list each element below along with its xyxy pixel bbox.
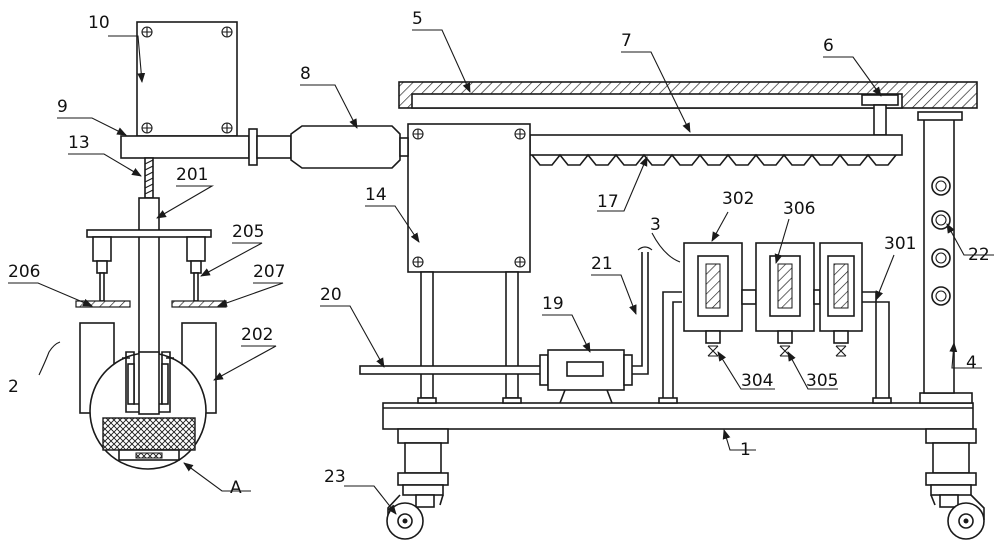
label-14: 14 xyxy=(365,185,387,205)
rack-beam xyxy=(529,134,903,166)
detail-a xyxy=(102,351,196,461)
label-1: 1 xyxy=(740,440,751,460)
label-7: 7 xyxy=(621,31,632,51)
left-wheel xyxy=(386,494,444,540)
reference-labels: 10 9 13 201 205 206 207 202 2 A 8 5 6 7 … xyxy=(8,9,990,498)
box-supports xyxy=(417,271,522,404)
right-wheel xyxy=(930,494,985,540)
label-302: 302 xyxy=(722,189,754,209)
label-306: 306 xyxy=(783,199,815,219)
label-13: 13 xyxy=(68,133,90,153)
label-305: 305 xyxy=(806,371,838,391)
label-23: 23 xyxy=(324,467,346,487)
label-206: 206 xyxy=(8,262,40,282)
label-22: 22 xyxy=(968,245,990,265)
motor-box xyxy=(136,21,238,137)
label-3: 3 xyxy=(650,215,661,235)
label-5: 5 xyxy=(412,9,423,29)
label-8: 8 xyxy=(300,64,311,84)
module-left xyxy=(683,242,743,357)
label-301: 301 xyxy=(884,234,916,254)
right-cylinder xyxy=(186,236,206,302)
label-19: 19 xyxy=(542,294,564,314)
label-A: A xyxy=(230,478,242,498)
label-201: 201 xyxy=(176,165,208,185)
pump xyxy=(539,349,633,404)
hydraulic-cylinder xyxy=(290,125,409,169)
label-205: 205 xyxy=(232,222,264,242)
module-right xyxy=(813,242,863,357)
feed-rod xyxy=(359,365,543,375)
leader-lines xyxy=(8,29,994,515)
label-9: 9 xyxy=(57,97,68,117)
left-plate xyxy=(75,300,131,308)
label-21: 21 xyxy=(591,254,613,274)
label-17: 17 xyxy=(597,192,619,212)
slide-block xyxy=(861,94,899,136)
label-304: 304 xyxy=(741,371,773,391)
left-cylinder xyxy=(92,236,112,302)
control-buttons xyxy=(931,176,951,306)
label-207: 207 xyxy=(253,262,285,282)
screw-rod xyxy=(144,157,154,199)
label-20: 20 xyxy=(320,285,342,305)
label-4: 4 xyxy=(966,353,977,373)
label-2: 2 xyxy=(8,377,19,397)
label-10: 10 xyxy=(88,13,110,33)
module-middle xyxy=(741,242,815,357)
gear-box xyxy=(407,123,531,273)
base-frame xyxy=(382,402,974,430)
cross-bar xyxy=(86,229,212,238)
right-plate xyxy=(171,300,227,308)
right-leg xyxy=(925,428,977,496)
arm-plate xyxy=(120,128,292,166)
label-202: 202 xyxy=(241,325,273,345)
pipe xyxy=(632,246,653,375)
label-6: 6 xyxy=(823,36,834,56)
left-leg xyxy=(397,428,449,496)
